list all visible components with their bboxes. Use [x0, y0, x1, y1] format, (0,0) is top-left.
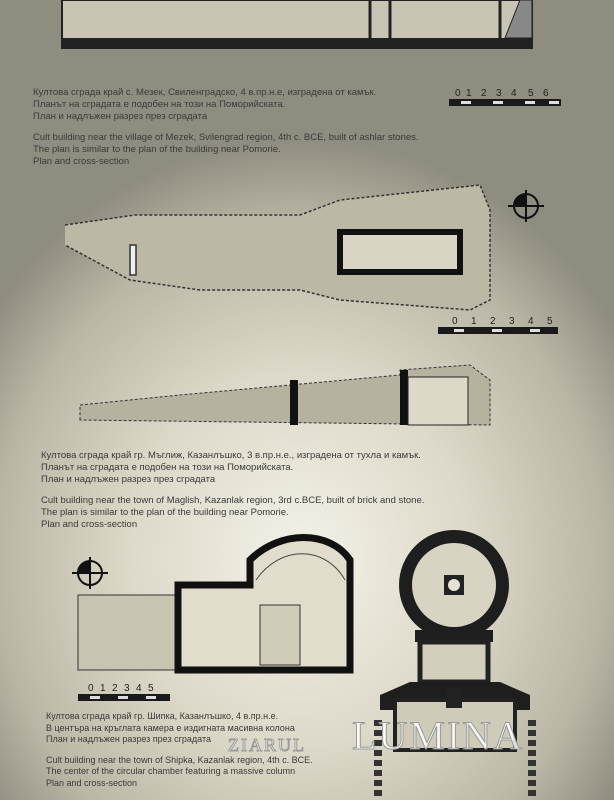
maglish-cross-section — [79, 364, 491, 426]
caption-line: Планът на сградата е подобен на този на … — [33, 99, 286, 110]
scale-label: 2 — [112, 683, 118, 694]
caption-line: Култова сграда край гр. Шипка, Казанлъшк… — [46, 711, 279, 721]
shipka-plan — [374, 530, 536, 800]
scale-label: 4 — [136, 683, 142, 694]
caption-mezek: Култова сграда край с. Мезек, Свиленград… — [33, 87, 419, 168]
north-arrow-icon — [72, 557, 108, 589]
watermark-ziarul: ZIARUL — [228, 735, 306, 756]
caption-line: В центъра на кръглата камера е издигната… — [46, 722, 295, 733]
north-arrow-icon — [508, 190, 544, 222]
scale-label: 2 — [481, 88, 487, 99]
caption-line: The plan is similar to the plan of the b… — [33, 144, 281, 155]
caption-line: Cult building near the town of Shipka, K… — [46, 754, 313, 765]
mezek-cross-section — [61, 0, 533, 49]
scale-label: 0 — [88, 683, 94, 694]
caption-line: План и надлъжен разрез през сградата — [46, 734, 211, 744]
scale-label: 0 — [452, 316, 458, 327]
scale-label: 4 — [528, 316, 534, 327]
scale-bar-maglish: 0 1 2 3 4 5 — [438, 316, 566, 334]
scale-label: 4 — [511, 88, 517, 99]
scale-label: 0 — [455, 88, 461, 99]
scale-label: 5 — [528, 88, 534, 99]
caption-shipka: Култова сграда край гр. Шипка, Казанлъшк… — [46, 711, 313, 789]
caption-line: План и надлъжен разрез през сградата — [41, 474, 216, 485]
watermark-lumina: LUMINA — [352, 713, 524, 759]
scale-label: 6 — [543, 88, 549, 99]
scale-label: 1 — [466, 88, 472, 99]
caption-line: The plan is similar to the plan of the b… — [41, 507, 289, 518]
shipka-cross-section — [77, 534, 354, 674]
caption-line: Cult building near the town of Maglish, … — [41, 495, 425, 506]
scale-label: 2 — [490, 316, 496, 327]
scale-label: 1 — [471, 316, 477, 327]
scale-label: 5 — [547, 316, 553, 327]
caption-line: План и надлъжен разрез през сградата — [33, 111, 208, 122]
caption-line: Plan and cross-section — [33, 156, 130, 167]
maglish-plan — [64, 184, 491, 311]
scale-label: 3 — [509, 316, 515, 327]
scale-bar-mezek: 0 1 2 3 4 5 6 — [449, 88, 562, 106]
scale-label: 3 — [124, 683, 130, 694]
caption-line: Култова сграда край гр. Мъглиж, Казанлъш… — [41, 450, 421, 461]
caption-maglish: Култова сграда край гр. Мъглиж, Казанлъш… — [41, 450, 424, 531]
caption-line: Plan and cross-section — [46, 777, 138, 788]
caption-line: Планът на сградата е подобен на този на … — [41, 462, 294, 473]
scale-label: 3 — [496, 88, 502, 99]
caption-line: The center of the circular chamber featu… — [46, 766, 296, 776]
caption-line: Cult building near the village of Mezek,… — [33, 132, 419, 143]
scale-label: 1 — [100, 683, 106, 694]
scale-label: 5 — [148, 683, 154, 694]
caption-line: Plan and cross-section — [41, 519, 138, 530]
caption-line: Култова сграда край с. Мезек, Свиленград… — [33, 87, 377, 98]
scale-bar-shipka: 0 1 2 3 4 5 — [78, 683, 170, 701]
